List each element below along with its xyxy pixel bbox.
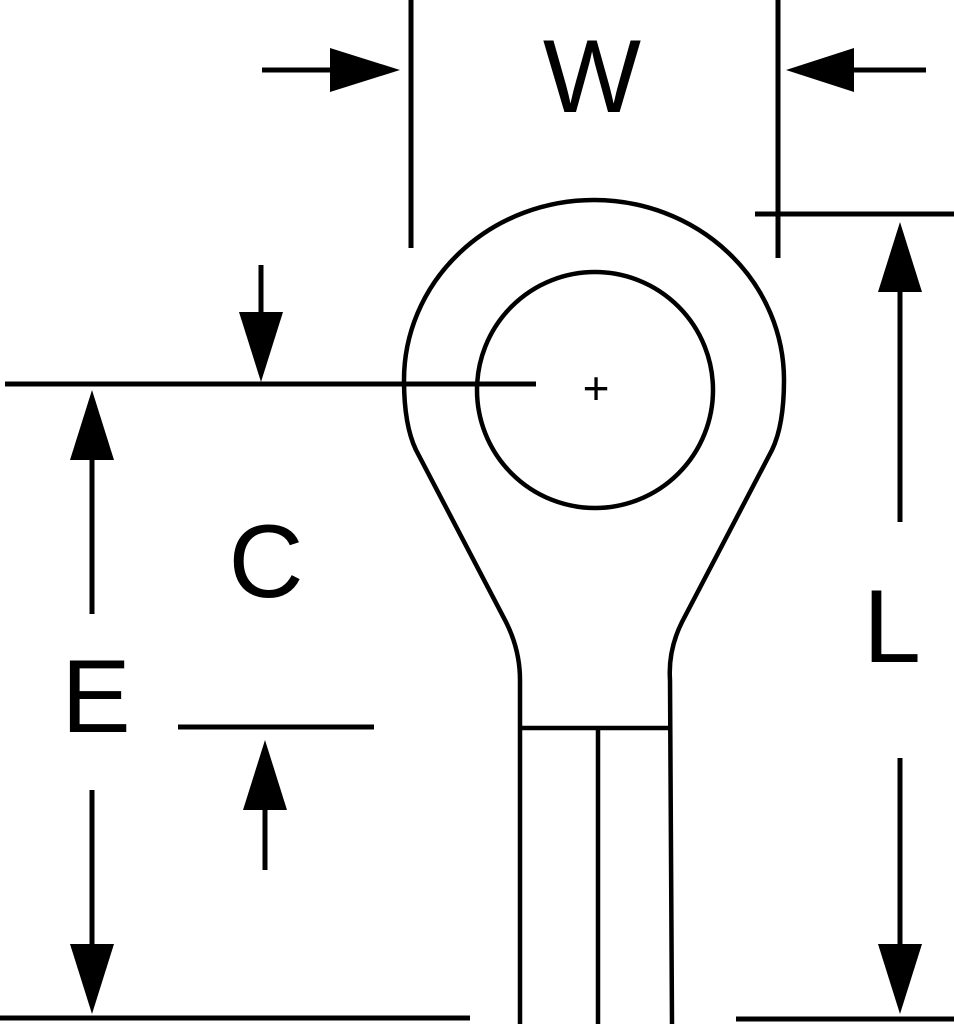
ring-terminal: + bbox=[401, 197, 787, 1024]
l-label: L bbox=[863, 569, 921, 685]
w-label: W bbox=[543, 19, 641, 135]
e-label: E bbox=[61, 639, 130, 755]
dimension-l: L bbox=[736, 211, 954, 1022]
l-arrow-up-head bbox=[878, 222, 922, 292]
l-arrow-down-head bbox=[878, 944, 922, 1014]
stud-hole bbox=[474, 269, 716, 511]
w-arrow-right-head bbox=[786, 48, 854, 92]
w-arrow-left-head bbox=[330, 48, 400, 92]
dimension-c: C bbox=[5, 265, 536, 870]
c-label: C bbox=[228, 504, 303, 620]
c-arrow-bottom-head bbox=[243, 740, 287, 810]
ring-terminal-outline bbox=[401, 197, 787, 1024]
c-arrow-top-head bbox=[239, 312, 283, 382]
center-mark: + bbox=[583, 362, 610, 414]
dimension-w: W bbox=[262, 0, 926, 258]
e-arrow-down-head bbox=[70, 944, 114, 1014]
dimension-e: E bbox=[0, 390, 470, 1021]
e-arrow-up-head bbox=[70, 390, 114, 460]
